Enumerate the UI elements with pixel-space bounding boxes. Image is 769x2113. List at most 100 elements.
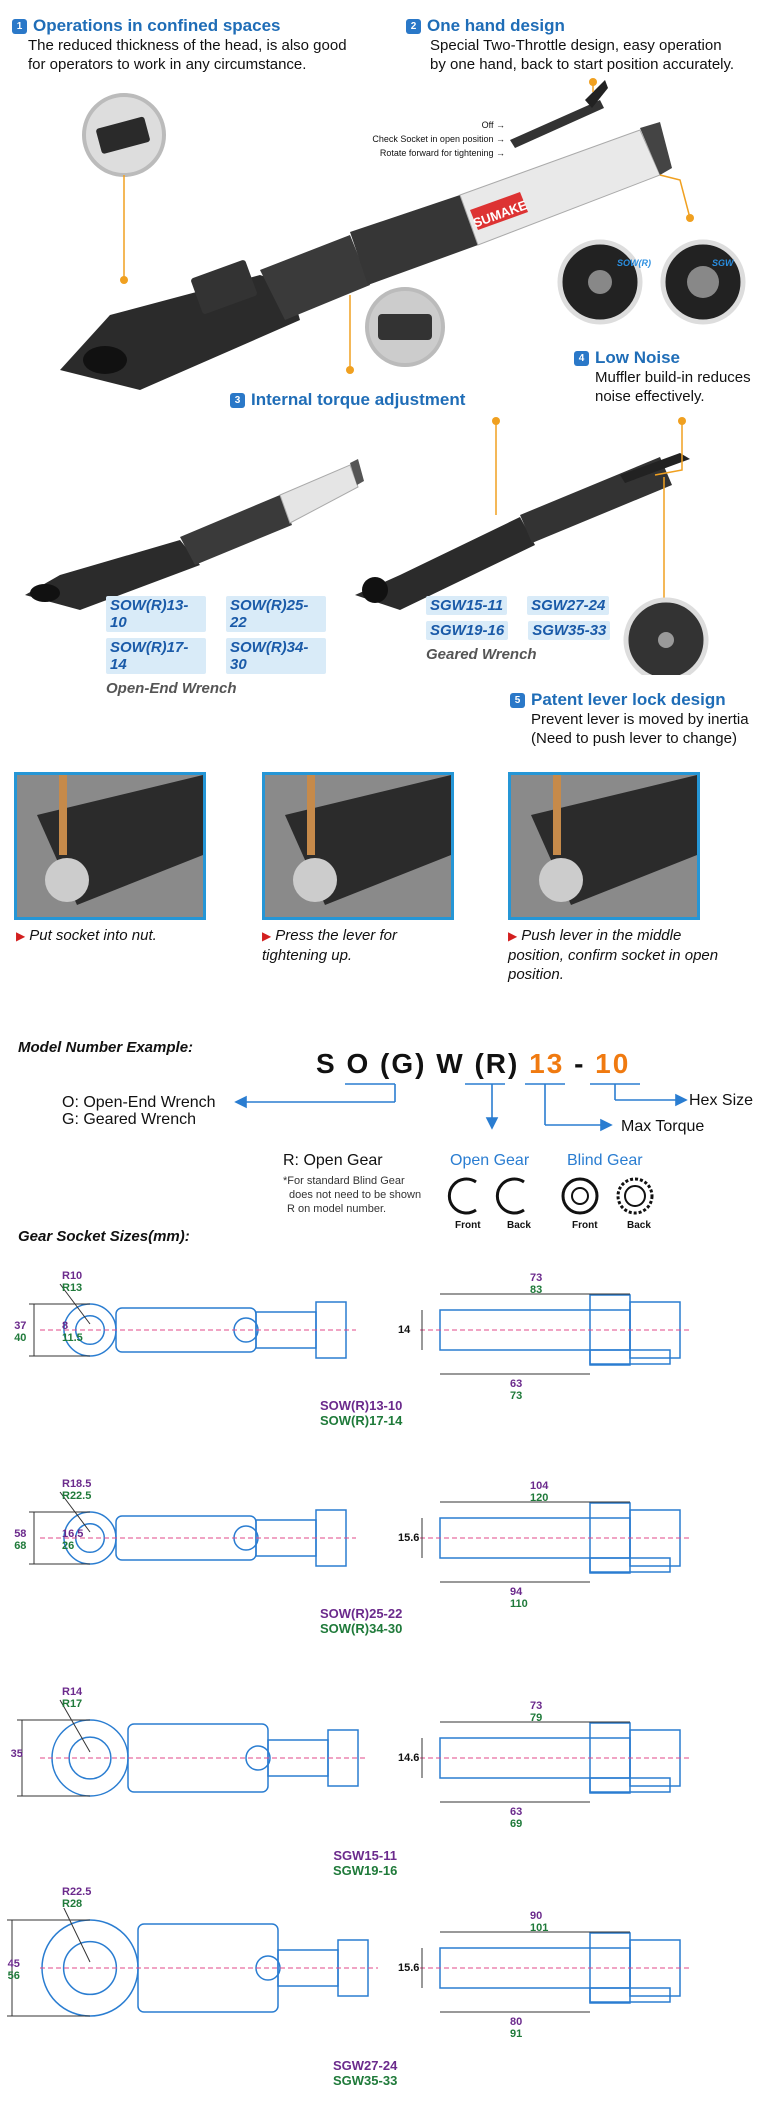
thickness-label: 14: [398, 1324, 411, 1336]
thickness-label: 14.6: [398, 1752, 420, 1764]
feature-number-icon: 4: [574, 350, 589, 366]
r-legend: R: Open Gear: [283, 1152, 383, 1169]
blind-gear-front-icon: [561, 1177, 599, 1215]
blind-gear-label: Blind Gear: [567, 1152, 643, 1169]
step-photo-3: [508, 772, 700, 920]
length-label-2a: 80: [510, 2016, 523, 2028]
open-end-wrench-head: [25, 540, 200, 610]
step-caption-3: ▶Push lever in the middle position, conf…: [508, 927, 719, 983]
inner-label-2: 11.5: [62, 1332, 83, 1344]
height-label-2: 68: [14, 1540, 27, 1552]
code-char: 1: [595, 1048, 613, 1079]
length-label-1a: 73: [530, 1700, 543, 1712]
note-line: R on model number.: [287, 1203, 387, 1215]
gear-back-label: Back: [507, 1220, 531, 1231]
r-note: *For standard Blind Gear does not need t…: [283, 1174, 421, 1216]
gear-icons: [447, 1177, 654, 1215]
diagram-model-1: SOW(R)25-22: [320, 1606, 403, 1621]
diagram-model-1: SGW15-11: [333, 1848, 397, 1863]
code-char: (G): [380, 1048, 427, 1079]
geared-wrench-head: [355, 517, 535, 610]
length-label-1a: 73: [530, 1272, 543, 1284]
feature-desc-line: The reduced thickness of the head, is al…: [28, 37, 347, 54]
geared-models: SGW15-11 SGW27-24 SGW19-16 SGW35-33 Gear…: [426, 596, 646, 663]
feature-title: Patent lever lock design: [531, 690, 726, 709]
feature-desc-line: Prevent lever is moved by inertia: [531, 711, 749, 728]
feature-desc-line: by one hand, back to start position accu…: [430, 56, 735, 73]
sizes-title: Gear Socket Sizes(mm):: [18, 1228, 190, 1245]
length-label-2b: 91: [510, 2028, 523, 2040]
step-text: Push lever in the middle position, confi…: [508, 927, 719, 983]
inner-label-1: 16.5: [62, 1528, 84, 1540]
length-label-2a: 63: [510, 1806, 523, 1818]
diagram-model-2: SGW19-16: [333, 1863, 398, 1878]
radius-label-2: R22.5: [62, 1490, 92, 1502]
length-label-2b: 110: [510, 1598, 528, 1610]
inner-label-1: 8: [62, 1320, 69, 1332]
note-line: does not need to be shown: [289, 1189, 422, 1201]
radius-label-2: R13: [62, 1282, 83, 1294]
lever-labels: Off → Check Socket in open position → Ro…: [372, 120, 505, 158]
model-tag: SGW19-16: [426, 621, 509, 640]
open-end-models: SOW(R)13-10 SOW(R)25-22 SOW(R)17-14 SOW(…: [106, 596, 326, 697]
length-label-1b: 79: [530, 1712, 543, 1724]
model-code-arrows: [234, 1083, 688, 1132]
code-char: 0: [612, 1048, 631, 1079]
length-label-2a: 63: [510, 1378, 523, 1390]
model-tag: SOW(R)34-30: [226, 638, 326, 674]
step-photo-2: [262, 772, 454, 920]
lever-label: Rotate forward for tightening: [379, 148, 494, 158]
model-example-title: Model Number Example:: [18, 1039, 194, 1056]
gear-front-label: Front: [455, 1220, 481, 1231]
feature-number-icon: 2: [406, 18, 421, 34]
height-label-1: 37: [14, 1320, 27, 1332]
length-label-2a: 94: [510, 1586, 523, 1598]
height-label-1: 45: [7, 1958, 20, 1970]
feature-title: Operations in confined spaces: [33, 16, 281, 35]
length-label-1b: 83: [530, 1284, 543, 1296]
radius-label-2: R28: [62, 1898, 83, 1910]
max-torque-label: Max Torque: [621, 1118, 705, 1135]
feature-title: One hand design: [427, 16, 565, 35]
code-char: W: [436, 1048, 465, 1079]
tool-grip: [350, 195, 478, 285]
geared-label: Geared Wrench: [426, 646, 537, 663]
model-tag: SOW(R)17-14: [106, 638, 206, 674]
length-label-2b: 73: [510, 1390, 523, 1402]
code-char: 1: [529, 1048, 547, 1079]
feature-desc-line: for operators to work in any circumstanc…: [28, 56, 307, 73]
og-line: G: Geared Wrench: [62, 1111, 196, 1128]
height-label-1: 58: [14, 1528, 27, 1540]
length-label-1a: 90: [530, 1910, 543, 1922]
main-tool-illustration: SUMAKE: [60, 78, 746, 390]
socket-tag: SGW: [712, 258, 734, 268]
step-caption-2: ▶Press the lever for tightening up.: [262, 927, 397, 964]
socket-tag: SOW(R): [617, 258, 651, 268]
height-label-1: 35: [10, 1748, 23, 1760]
feature-desc-line: Muffler build-in reduces: [595, 369, 751, 386]
diagram-model-1: SOW(R)13-10: [320, 1398, 403, 1413]
step-caption-1: ▶Put socket into nut.: [16, 927, 157, 944]
inner-label-2: 26: [62, 1540, 75, 1552]
step-text: Press the lever for tightening up.: [262, 927, 397, 964]
feature-desc-line: (Need to push lever to change): [531, 730, 737, 747]
diagram-model-1: SGW27-24: [333, 2058, 398, 2073]
og-legend: O: Open-End Wrench G: Geared Wrench: [62, 1094, 216, 1128]
height-label-2: 40: [14, 1332, 27, 1344]
height-label-2: 56: [7, 1970, 20, 1982]
model-tag: SOW(R)25-22: [226, 596, 326, 632]
radius-label-1: R22.5: [62, 1886, 92, 1898]
lever-label: Off: [481, 120, 494, 130]
model-tag: SGW35-33: [528, 621, 611, 640]
thickness-label: 15.6: [398, 1532, 420, 1544]
